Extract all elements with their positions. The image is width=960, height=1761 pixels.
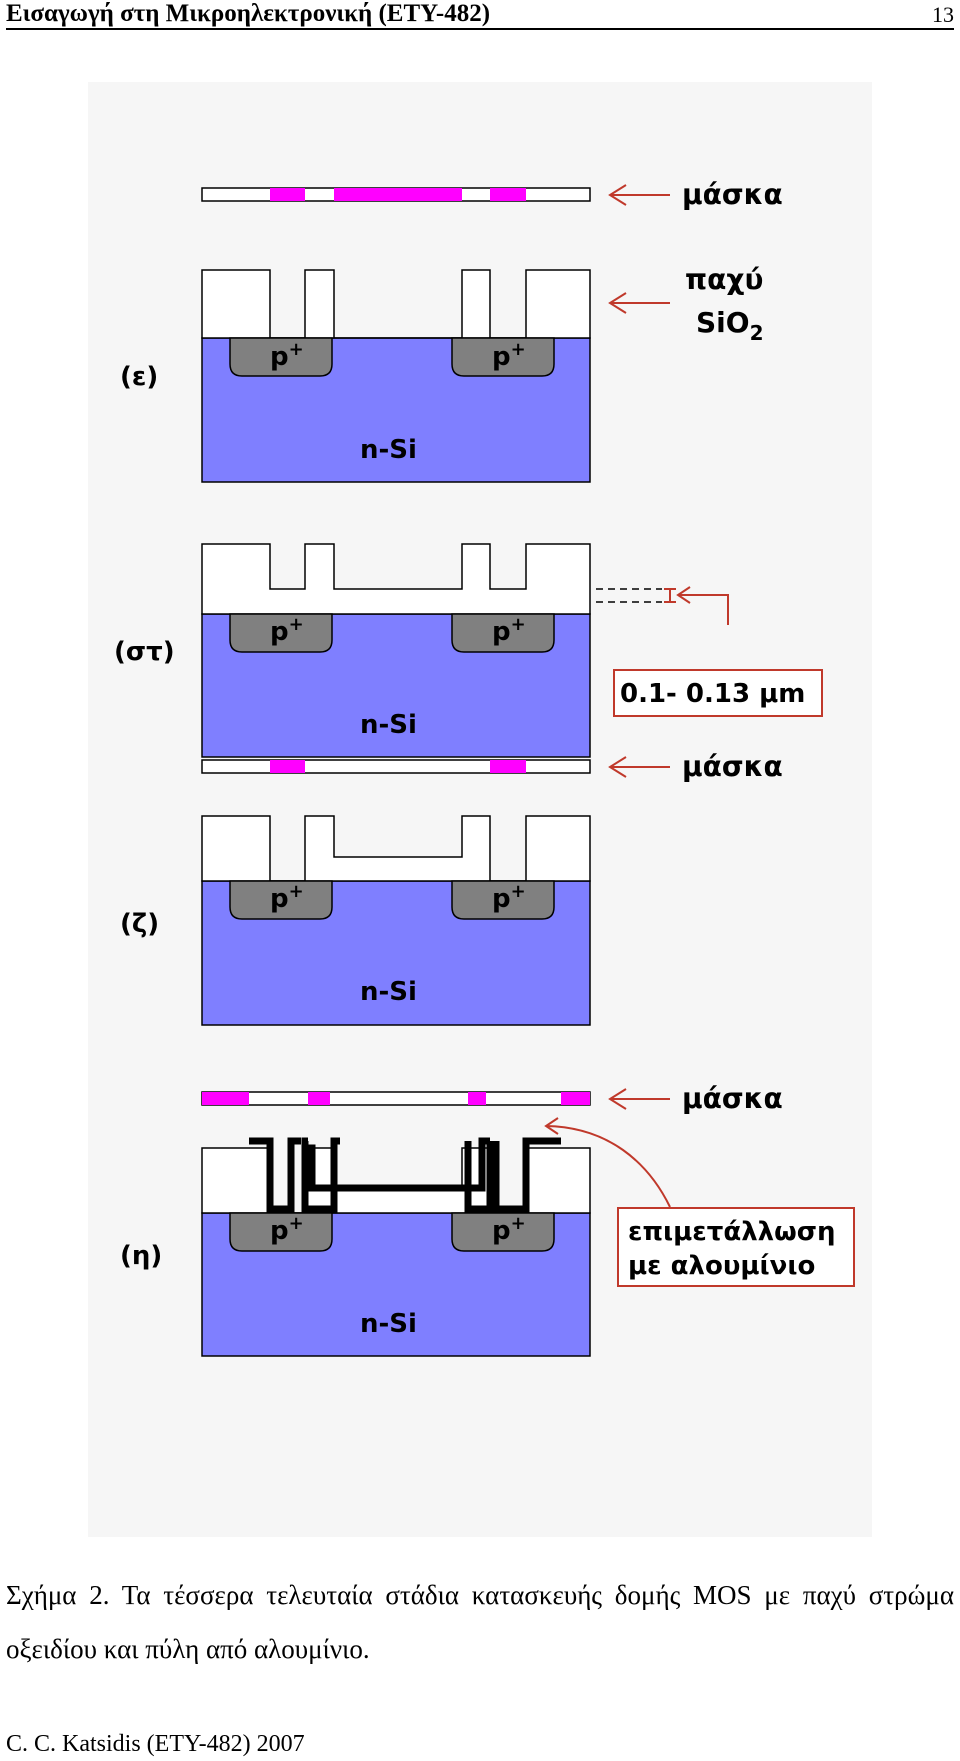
p-label: p+: [492, 614, 526, 647]
thickness-label: 0.1- 0.13 μm: [620, 679, 805, 709]
substrate-label: n-Si: [360, 977, 417, 1007]
metal-label-box: [617, 1207, 855, 1287]
p-region-h-right: [451, 1212, 555, 1252]
mask-h: [201, 1091, 591, 1106]
mask-label: μάσκα: [682, 1082, 783, 1115]
mask-z: [201, 759, 591, 774]
oxide-st: [201, 543, 591, 615]
thickness-label-box: [613, 669, 823, 717]
thickness-indicator: [596, 586, 729, 625]
p-region-e-left: [229, 337, 333, 377]
mask-arrow-e: [608, 184, 670, 206]
p-region-st-left: [229, 613, 333, 653]
page-number: 13: [932, 2, 954, 27]
oxide-arrow: [608, 292, 670, 314]
p-label: p+: [270, 614, 304, 647]
substrate-label: n-Si: [360, 435, 417, 465]
stage-label: (ε): [120, 362, 158, 392]
stage-label: (ζ): [120, 909, 159, 939]
p-region-z-left: [229, 880, 333, 920]
p-label: p+: [492, 881, 526, 914]
header-title: Εισαγωγή στη Μικροηλεκτρονική (ΕΤΥ-482): [6, 0, 491, 27]
metal-arrow: [544, 1117, 671, 1208]
p-region-e-right: [451, 337, 555, 377]
p-region-z-right: [451, 880, 555, 920]
stage-label: (στ): [114, 637, 175, 667]
aluminium-layer: [249, 1137, 561, 1213]
p-label: p+: [270, 339, 304, 372]
metal-label-line2: με αλουμίνιο: [628, 1251, 815, 1281]
stage-st: p+ p+ n-Si (στ) 0.1- 0.13 μm: [114, 543, 823, 758]
mask-arrow-z: [608, 756, 670, 778]
page-header: Εισαγωγή στη Μικροηλεκτρονική (ΕΤΥ-482) …: [6, 0, 954, 30]
substrate-label: n-Si: [360, 1309, 417, 1339]
stage-label: (η): [120, 1241, 162, 1271]
p-region-h-left: [229, 1212, 333, 1252]
figure-caption: Σχήμα 2. Τα τέσσερα τελευταία στάδια κατ…: [6, 1580, 954, 1664]
p-label: p+: [270, 881, 304, 914]
oxide-e: [201, 269, 591, 339]
substrate-label: n-Si: [360, 710, 417, 740]
p-label: p+: [492, 1213, 526, 1246]
stage-e: p+ p+ n-Si (ε) μάσκα παχύ SiO2: [120, 178, 783, 483]
mask-e: [201, 187, 591, 202]
metal-label-line1: επιμετάλλωση: [628, 1217, 836, 1247]
stage-z: μάσκα p+ p+ n-Si (ζ): [120, 750, 783, 1026]
stage-h: μάσκα p+ p+ n-Si (η) επιμετάλλ: [120, 1082, 855, 1357]
oxide-label-line1: παχύ: [685, 263, 763, 296]
mask-label: μάσκα: [682, 750, 783, 783]
mos-process-figure: p+ p+ n-Si (ε) μάσκα παχύ SiO2 p+ p+: [88, 82, 872, 1537]
mask-label: μάσκα: [682, 178, 783, 211]
oxide-label-line2: SiO2: [696, 306, 764, 345]
oxide-h: [201, 1147, 591, 1214]
mask-arrow-h: [608, 1088, 670, 1110]
p-label: p+: [492, 339, 526, 372]
oxide-z: [201, 815, 591, 882]
p-label: p+: [270, 1213, 304, 1246]
p-region-st-right: [451, 613, 555, 653]
page-footer: C. C. Katsidis (ETY-482) 2007: [6, 1731, 305, 1757]
